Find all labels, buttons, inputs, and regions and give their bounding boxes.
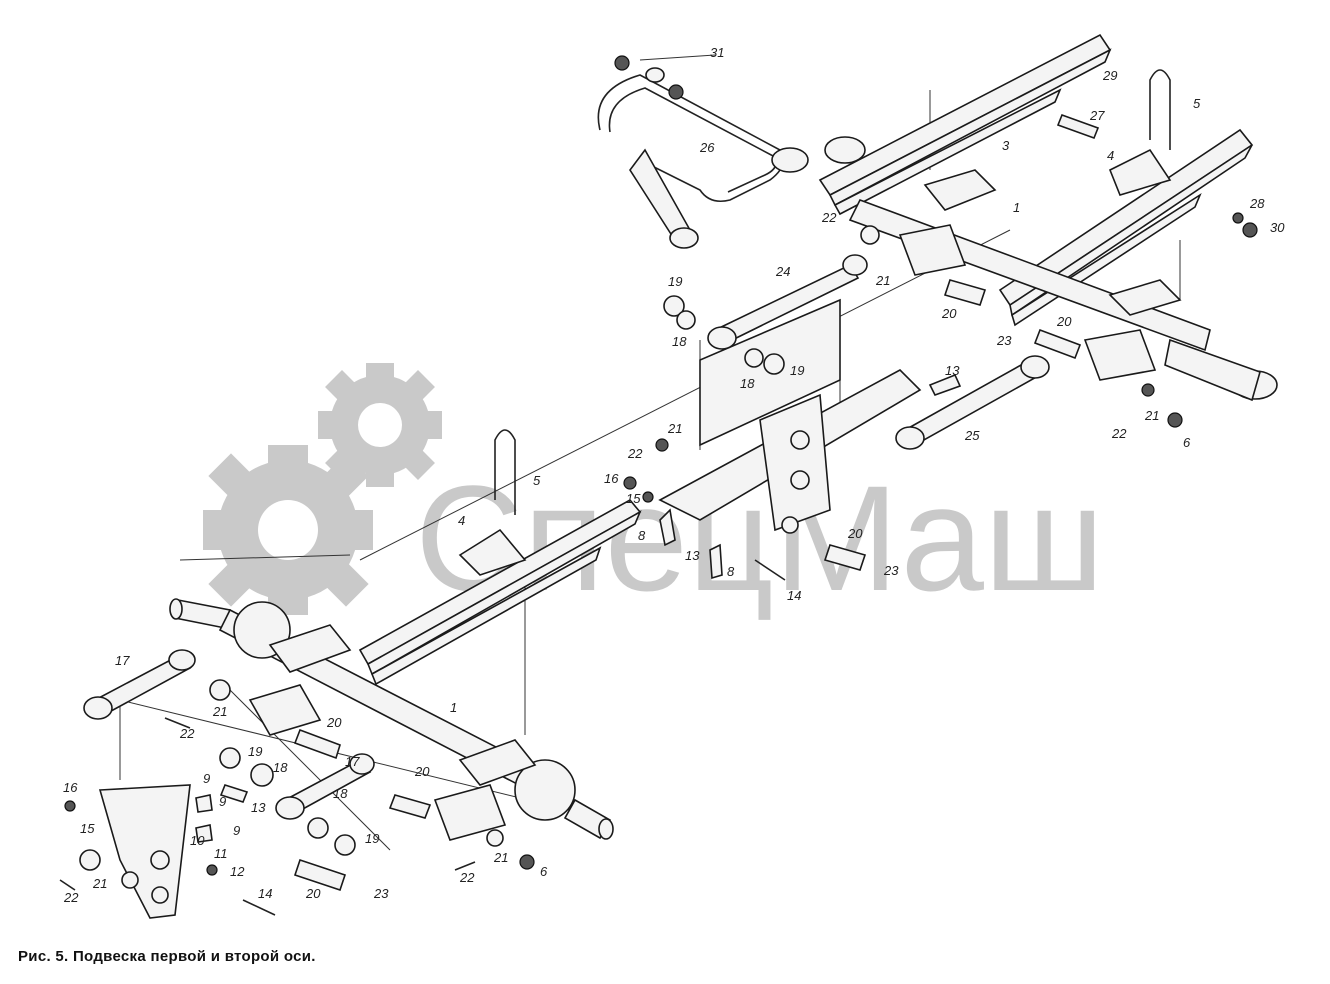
label-17-center: 17: [345, 754, 360, 769]
label-30: 30: [1270, 220, 1285, 235]
label-19-left: 19: [668, 274, 682, 289]
watermark-gear-small-icon: [318, 363, 442, 487]
label-16-center: 16: [604, 471, 619, 486]
label-28: 28: [1249, 196, 1265, 211]
label-4-left: 4: [458, 513, 465, 528]
label-18-mid: 18: [740, 376, 755, 391]
label-22-right: 22: [1111, 426, 1127, 441]
label-18-center-b: 18: [333, 786, 348, 801]
watermark-gear-large-icon: [203, 445, 373, 615]
label-9-b: 9: [219, 794, 226, 809]
label-20-center-b: 20: [414, 764, 430, 779]
label-22-center: 22: [627, 446, 643, 461]
label-5-left: 5: [533, 473, 541, 488]
label-29: 29: [1102, 68, 1117, 83]
label-13-left: 13: [251, 800, 266, 815]
label-6-bottom: 6: [540, 864, 548, 879]
label-19-mid: 19: [790, 363, 804, 378]
label-22-far-left: 22: [63, 890, 79, 905]
center-bracket: [623, 254, 1050, 581]
label-12: 12: [230, 864, 245, 879]
label-8-a: 8: [638, 528, 646, 543]
first-axle-assembly: [59, 429, 642, 919]
label-15-left: 15: [80, 821, 95, 836]
second-axle-assembly: [818, 33, 1278, 428]
label-9-c: 9: [233, 823, 240, 838]
label-23-top: 23: [996, 333, 1012, 348]
label-22-bottom: 22: [459, 870, 475, 885]
label-13-top: 13: [945, 363, 960, 378]
label-23-bottom: 23: [373, 886, 389, 901]
label-24: 24: [775, 264, 790, 279]
label-25: 25: [964, 428, 980, 443]
label-16-left: 16: [63, 780, 78, 795]
label-4-top: 4: [1107, 148, 1114, 163]
figure-caption: Рис. 5. Подвеска первой и второй оси.: [18, 948, 316, 965]
label-26: 26: [699, 140, 715, 155]
label-19-left-b: 19: [248, 744, 262, 759]
label-3: 3: [1002, 138, 1010, 153]
label-27: 27: [1089, 108, 1105, 123]
label-14-left: 14: [258, 886, 272, 901]
label-20-center: 20: [847, 526, 863, 541]
label-20-bottom: 20: [305, 886, 321, 901]
label-21-top: 21: [875, 273, 890, 288]
label-23-center: 23: [883, 563, 899, 578]
label-21-center: 21: [667, 421, 682, 436]
label-11: 11: [214, 846, 228, 861]
label-15-center: 15: [626, 491, 641, 506]
stabilizer-bar: [597, 55, 809, 249]
label-21-left: 21: [212, 704, 227, 719]
label-18-left-b: 18: [273, 760, 288, 775]
label-1-top: 1: [1013, 200, 1020, 215]
label-8-b: 8: [727, 564, 735, 579]
label-14-center: 14: [787, 588, 801, 603]
label-13-center: 13: [685, 548, 700, 563]
suspension-exploded-diagram: СпецМаш: [59, 33, 1285, 919]
label-17-left: 17: [115, 653, 130, 668]
label-1-left: 1: [450, 700, 457, 715]
label-9-a: 9: [203, 771, 210, 786]
label-21-right: 21: [1144, 408, 1159, 423]
label-22-left: 22: [179, 726, 195, 741]
label-21-far-left: 21: [92, 876, 107, 891]
label-20-b: 20: [1056, 314, 1072, 329]
label-20-a: 20: [941, 306, 957, 321]
label-5-top: 5: [1193, 96, 1201, 111]
label-6-top: 6: [1183, 435, 1191, 450]
label-31: 31: [710, 45, 724, 60]
label-21-bottom: 21: [493, 850, 508, 865]
label-20-left: 20: [326, 715, 342, 730]
label-10: 10: [190, 833, 205, 848]
label-18-left: 18: [672, 334, 687, 349]
part-labels: 31 26 29 27 5 4 3 1 28 30 22 21 24 19 18…: [63, 45, 1285, 905]
label-22-top: 22: [821, 210, 837, 225]
label-19-center-b: 19: [365, 831, 379, 846]
